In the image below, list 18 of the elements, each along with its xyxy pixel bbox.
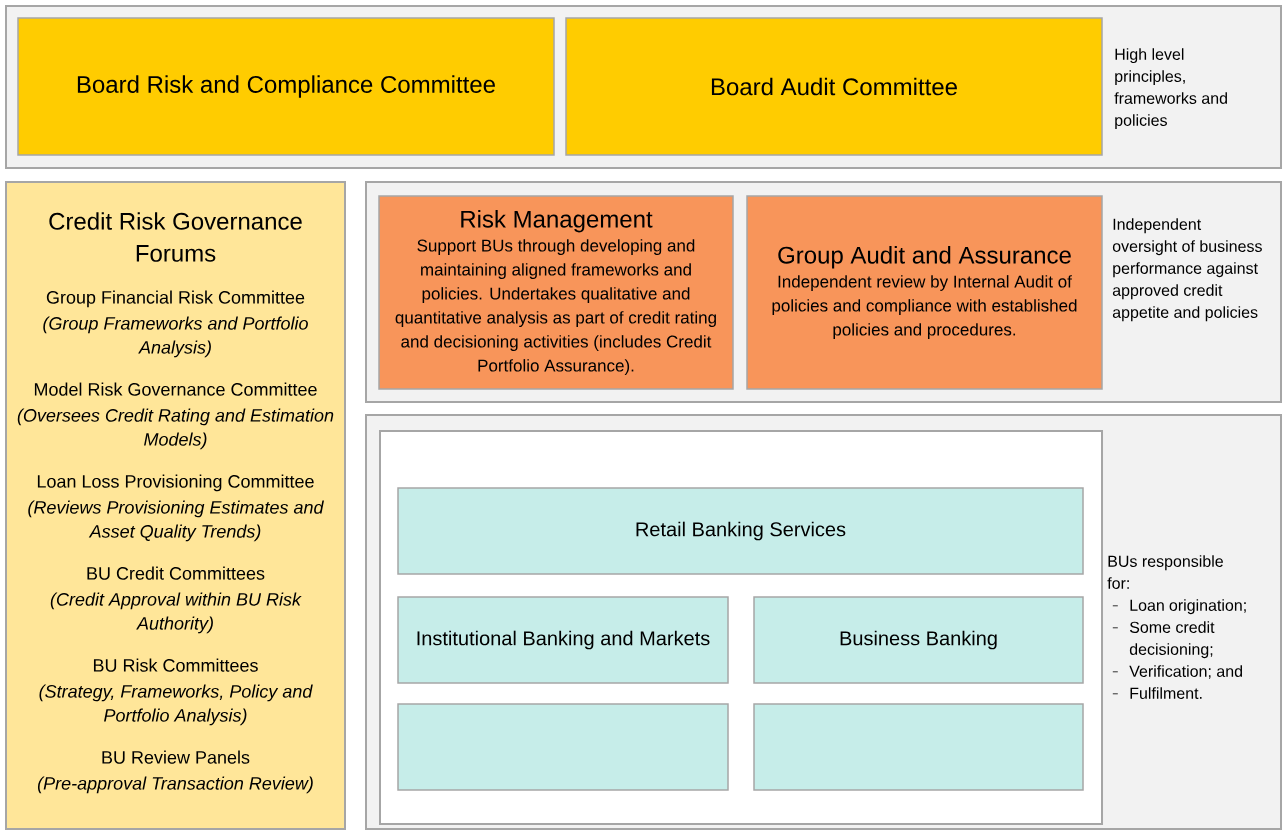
function-box: Group Audit and Assurance Independent review by Internal Audit of policies and compliance with established policies and procedures. bbox=[746, 195, 1103, 390]
forum-panel: Credit Risk Governance Forums Group Financial Risk Committee (Group Frameworks and Portfolio Analysis) Model Risk Governance Committee (Oversees Credit Rating and Estimation Models) Loan Loss Provisioning Committee (Reviews Provisioning Estimates and Asset Quality Trends) BU Credit Committees (Credit Approval within BU Risk Authority) BU Risk Committees (Strategy, Frameworks, Policy and Portfolio Analysis) BU Review Panels (Pre-approval Transaction Review) bbox=[5, 181, 346, 830]
committee-box: Board Risk and Compliance Committee bbox=[17, 17, 555, 156]
function-box: Risk Management Support BUs through developing and maintaining aligned frameworks and policies. Undertakes qualitative and quantitative analysis as part of credit rating and decisioning activities (includes Credit Portfolio Assurance). bbox=[378, 195, 734, 390]
committee-box: Board Audit Committee bbox=[565, 17, 1103, 156]
note-text: Independent oversight of business performance against approved credit appetite and policies bbox=[1112, 218, 1262, 322]
note-text: High level principles, frameworks and policies bbox=[1114, 48, 1227, 130]
node-label: BUs responsible for: bbox=[1107, 555, 1223, 589]
node-label: Verification; and bbox=[1129, 665, 1243, 679]
node-label: Fulfilment. bbox=[1130, 687, 1202, 699]
business-unit-box: Retail Banking Services bbox=[397, 487, 1084, 575]
note-list: BUs responsible for: Loan origination; Some credit decisioning; Verification; and Fulfilment. bbox=[1107, 555, 1246, 699]
business-unit-box: Business Banking bbox=[753, 596, 1084, 684]
business-unit-box bbox=[753, 703, 1084, 791]
node-label: Loan origination; bbox=[1130, 599, 1246, 615]
business-unit-box: Institutional Banking and Markets bbox=[397, 596, 729, 684]
business-unit-box bbox=[397, 703, 729, 791]
node-label: Some credit decisioning; bbox=[1129, 621, 1215, 659]
